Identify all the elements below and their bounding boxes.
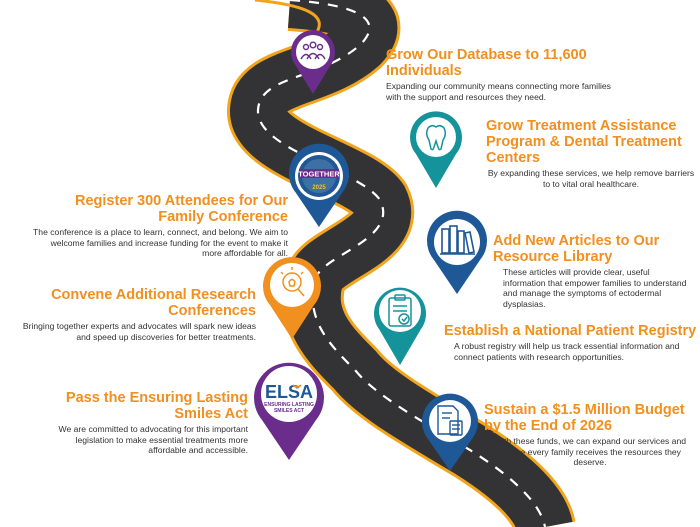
goal-title: Grow Treatment Assistance Program & Dent…: [486, 118, 682, 166]
budget-document-icon: [437, 405, 463, 436]
people-icon: [300, 41, 326, 60]
map-pin-budget: [420, 393, 480, 478]
goal-description: We are committed to advocating for this …: [58, 424, 248, 456]
goal-description: Expanding our community means connecting…: [386, 81, 611, 102]
goal-description: Bringing together experts and advocates …: [22, 321, 256, 342]
map-pin-elsa: ELSA ENSURING LASTING SMILES ACT: [253, 358, 325, 467]
books-icon: [440, 225, 475, 255]
svg-text:ENSURING LASTING: ENSURING LASTING: [264, 402, 314, 408]
lightbulb-search-icon: [280, 267, 305, 297]
goal-research: Convene Additional Research Conferences …: [20, 287, 256, 342]
map-pin-database: [290, 28, 336, 101]
map-pin-registry: [373, 283, 427, 372]
goal-title: Register 300 Attendees for Our Family Co…: [75, 193, 288, 225]
svg-text:2025: 2025: [312, 185, 326, 191]
clipboard-check-icon: [388, 294, 412, 327]
goal-title: Pass the Ensuring Lasting Smiles Act: [65, 390, 248, 422]
goal-description: By expanding these services, we help rem…: [487, 168, 695, 189]
map-pin-library: [426, 210, 488, 301]
goal-description: A robust registry will help us track ess…: [454, 341, 680, 362]
goal-title: Add New Articles to Our Resource Library: [493, 233, 660, 265]
goal-title: Establish a National Patient Registry: [444, 323, 697, 339]
goal-library: Add New Articles to Our Resource Library…: [493, 233, 693, 309]
goal-title: Convene Additional Research Conferences: [51, 287, 256, 319]
goal-description: These articles will provide clear, usefu…: [503, 267, 687, 309]
goal-database: Grow Our Database to 11,600 Individuals …: [386, 47, 626, 102]
map-pin-treatment: [409, 110, 463, 195]
conference-badge-icon: TOGETHER: [298, 170, 340, 179]
goal-registry: Establish a National Patient Registry A …: [444, 323, 698, 362]
elsa-logo-icon: ELSA: [265, 382, 313, 402]
map-pin-conference: TOGETHER 2025: [287, 143, 351, 234]
tooth-icon: [425, 124, 447, 151]
goal-budget: Sustain a $1.5 Million Budget by the End…: [484, 402, 696, 468]
goal-description: The conference is a place to learn, conn…: [33, 227, 288, 259]
goal-elsa: Pass the Ensuring Lasting Smiles Act We …: [52, 390, 248, 456]
goal-treatment: Grow Treatment Assistance Program & Dent…: [486, 118, 696, 189]
map-pin-research: [262, 255, 322, 346]
goal-title: Grow Our Database to 11,600 Individuals: [386, 47, 587, 79]
goal-description: With these funds, we can expand our serv…: [493, 436, 687, 468]
goal-title: Sustain a $1.5 Million Budget by the End…: [484, 402, 685, 434]
goal-conference: Register 300 Attendees for Our Family Co…: [32, 193, 288, 259]
svg-text:SMILES ACT: SMILES ACT: [274, 408, 304, 414]
